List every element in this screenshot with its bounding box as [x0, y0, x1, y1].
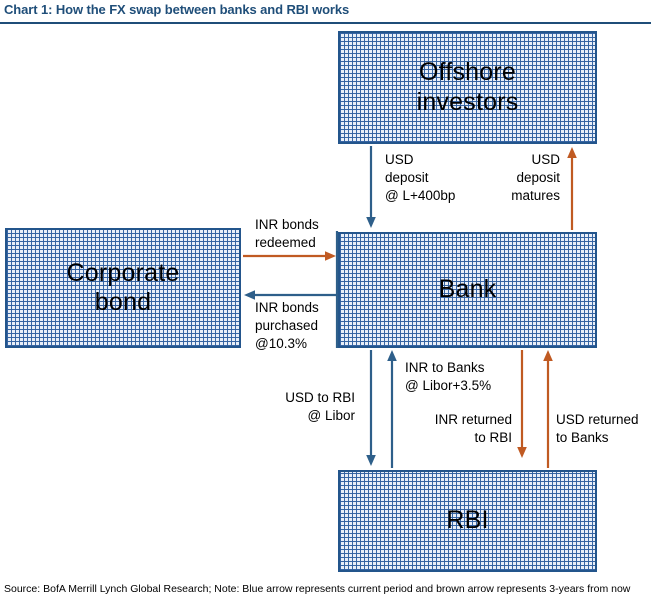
node-bank-label: Bank	[439, 275, 497, 305]
edge-label-usd-deposit-matures: USD deposit matures	[511, 152, 560, 203]
edge-label-usd-to-rbi: USD to RBI @ Libor	[285, 390, 355, 423]
node-offshore-line2: investors	[416, 87, 519, 116]
edge-label-usd-returned-to-banks: USD returned to Banks	[556, 412, 639, 445]
edge-label-inr-to-banks: INR to Banks @ Libor+3.5%	[405, 360, 492, 393]
edge-label-usd-deposit: USD deposit @ L+400bp	[385, 152, 456, 203]
source-note: Source: BofA Merrill Lynch Global Resear…	[4, 583, 631, 595]
arrow-inr-bonds-redeemed	[243, 249, 338, 263]
arrow-inr-bonds-purchased	[243, 222, 339, 352]
node-corporate-line1: Corporate	[66, 258, 180, 287]
edge-label-inr-returned-to-rbi: INR returned to RBI	[434, 412, 512, 445]
page-title: Chart 1: How the FX swap between banks a…	[4, 2, 350, 17]
arrow-usd-to-rbi	[364, 350, 378, 468]
edge-label-inr-bonds-purchased: INR bonds purchased @10.3%	[255, 300, 319, 351]
node-offshore-investors: Offshore investors	[338, 31, 597, 144]
edge-label-inr-bonds-redeemed: INR bonds redeemed	[255, 217, 319, 250]
node-offshore-investors-label: Offshore investors	[417, 58, 519, 117]
node-bank: Bank	[338, 232, 597, 348]
arrow-inr-to-banks	[385, 350, 399, 468]
node-corporate-bond-label: Corporate bond	[67, 259, 180, 318]
node-bank-line1: Bank	[438, 275, 497, 304]
node-rbi-label: RBI	[446, 506, 488, 536]
node-corporate-bond: Corporate bond	[5, 228, 241, 348]
node-rbi: RBI	[338, 470, 597, 572]
arrow-inr-returned-to-rbi	[515, 350, 529, 460]
node-offshore-line1: Offshore	[418, 58, 517, 86]
node-corporate-line2: bond	[94, 288, 152, 316]
arrow-usd-returned-to-banks	[541, 350, 555, 468]
arrow-usd-deposit	[364, 146, 378, 230]
arrow-usd-deposit-matures	[565, 146, 579, 230]
chart-title-bar: Chart 1: How the FX swap between banks a…	[0, 0, 651, 24]
node-rbi-line1: RBI	[446, 506, 489, 535]
